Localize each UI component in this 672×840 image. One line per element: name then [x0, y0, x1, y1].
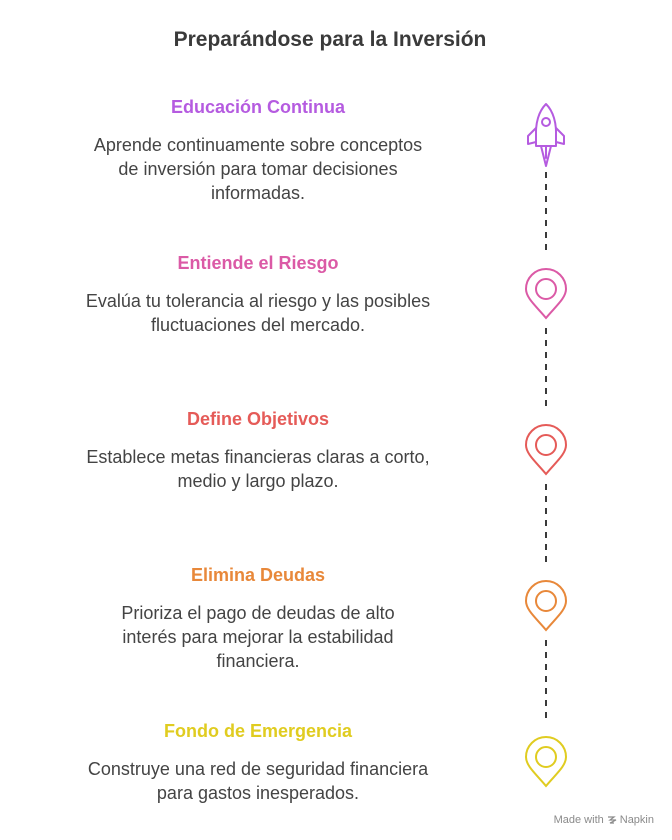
step-text-riesgo: Evalúa tu tolerancia al riesgo y las pos…	[85, 291, 431, 335]
footer-attribution: Made with Napkin	[554, 814, 654, 826]
step-text-educacion: Aprende continuamente sobre conceptos de…	[93, 135, 423, 203]
napkin-logo-icon	[607, 816, 617, 824]
step-heading-riesgo: Entiende el Riesgo	[177, 253, 339, 273]
step-text-objetivos: Establece metas financieras claras a cor…	[86, 447, 430, 491]
map-pin-icon-emergencia	[524, 736, 568, 788]
footer-made-with: Made with	[553, 814, 604, 826]
step-text-deudas: Prioriza el pago de deudas de alto inter…	[121, 603, 395, 671]
footer-brand: Napkin	[619, 814, 654, 826]
step-heading-educacion: Educación Continua	[170, 97, 345, 117]
rocket-icon	[527, 103, 565, 167]
diagram-title: Preparándose para la Inversión	[173, 28, 487, 51]
map-pin-icon-objetivos	[524, 424, 568, 476]
map-pin-icon-riesgo	[524, 268, 568, 320]
step-heading-emergencia: Fondo de Emergencia	[163, 721, 353, 741]
step-heading-deudas: Elimina Deudas	[190, 565, 326, 585]
map-pin-icon-deudas	[524, 580, 568, 632]
step-heading-objetivos: Define Objetivos	[186, 409, 330, 429]
step-text-emergencia: Construye una red de seguridad financier…	[87, 759, 429, 803]
